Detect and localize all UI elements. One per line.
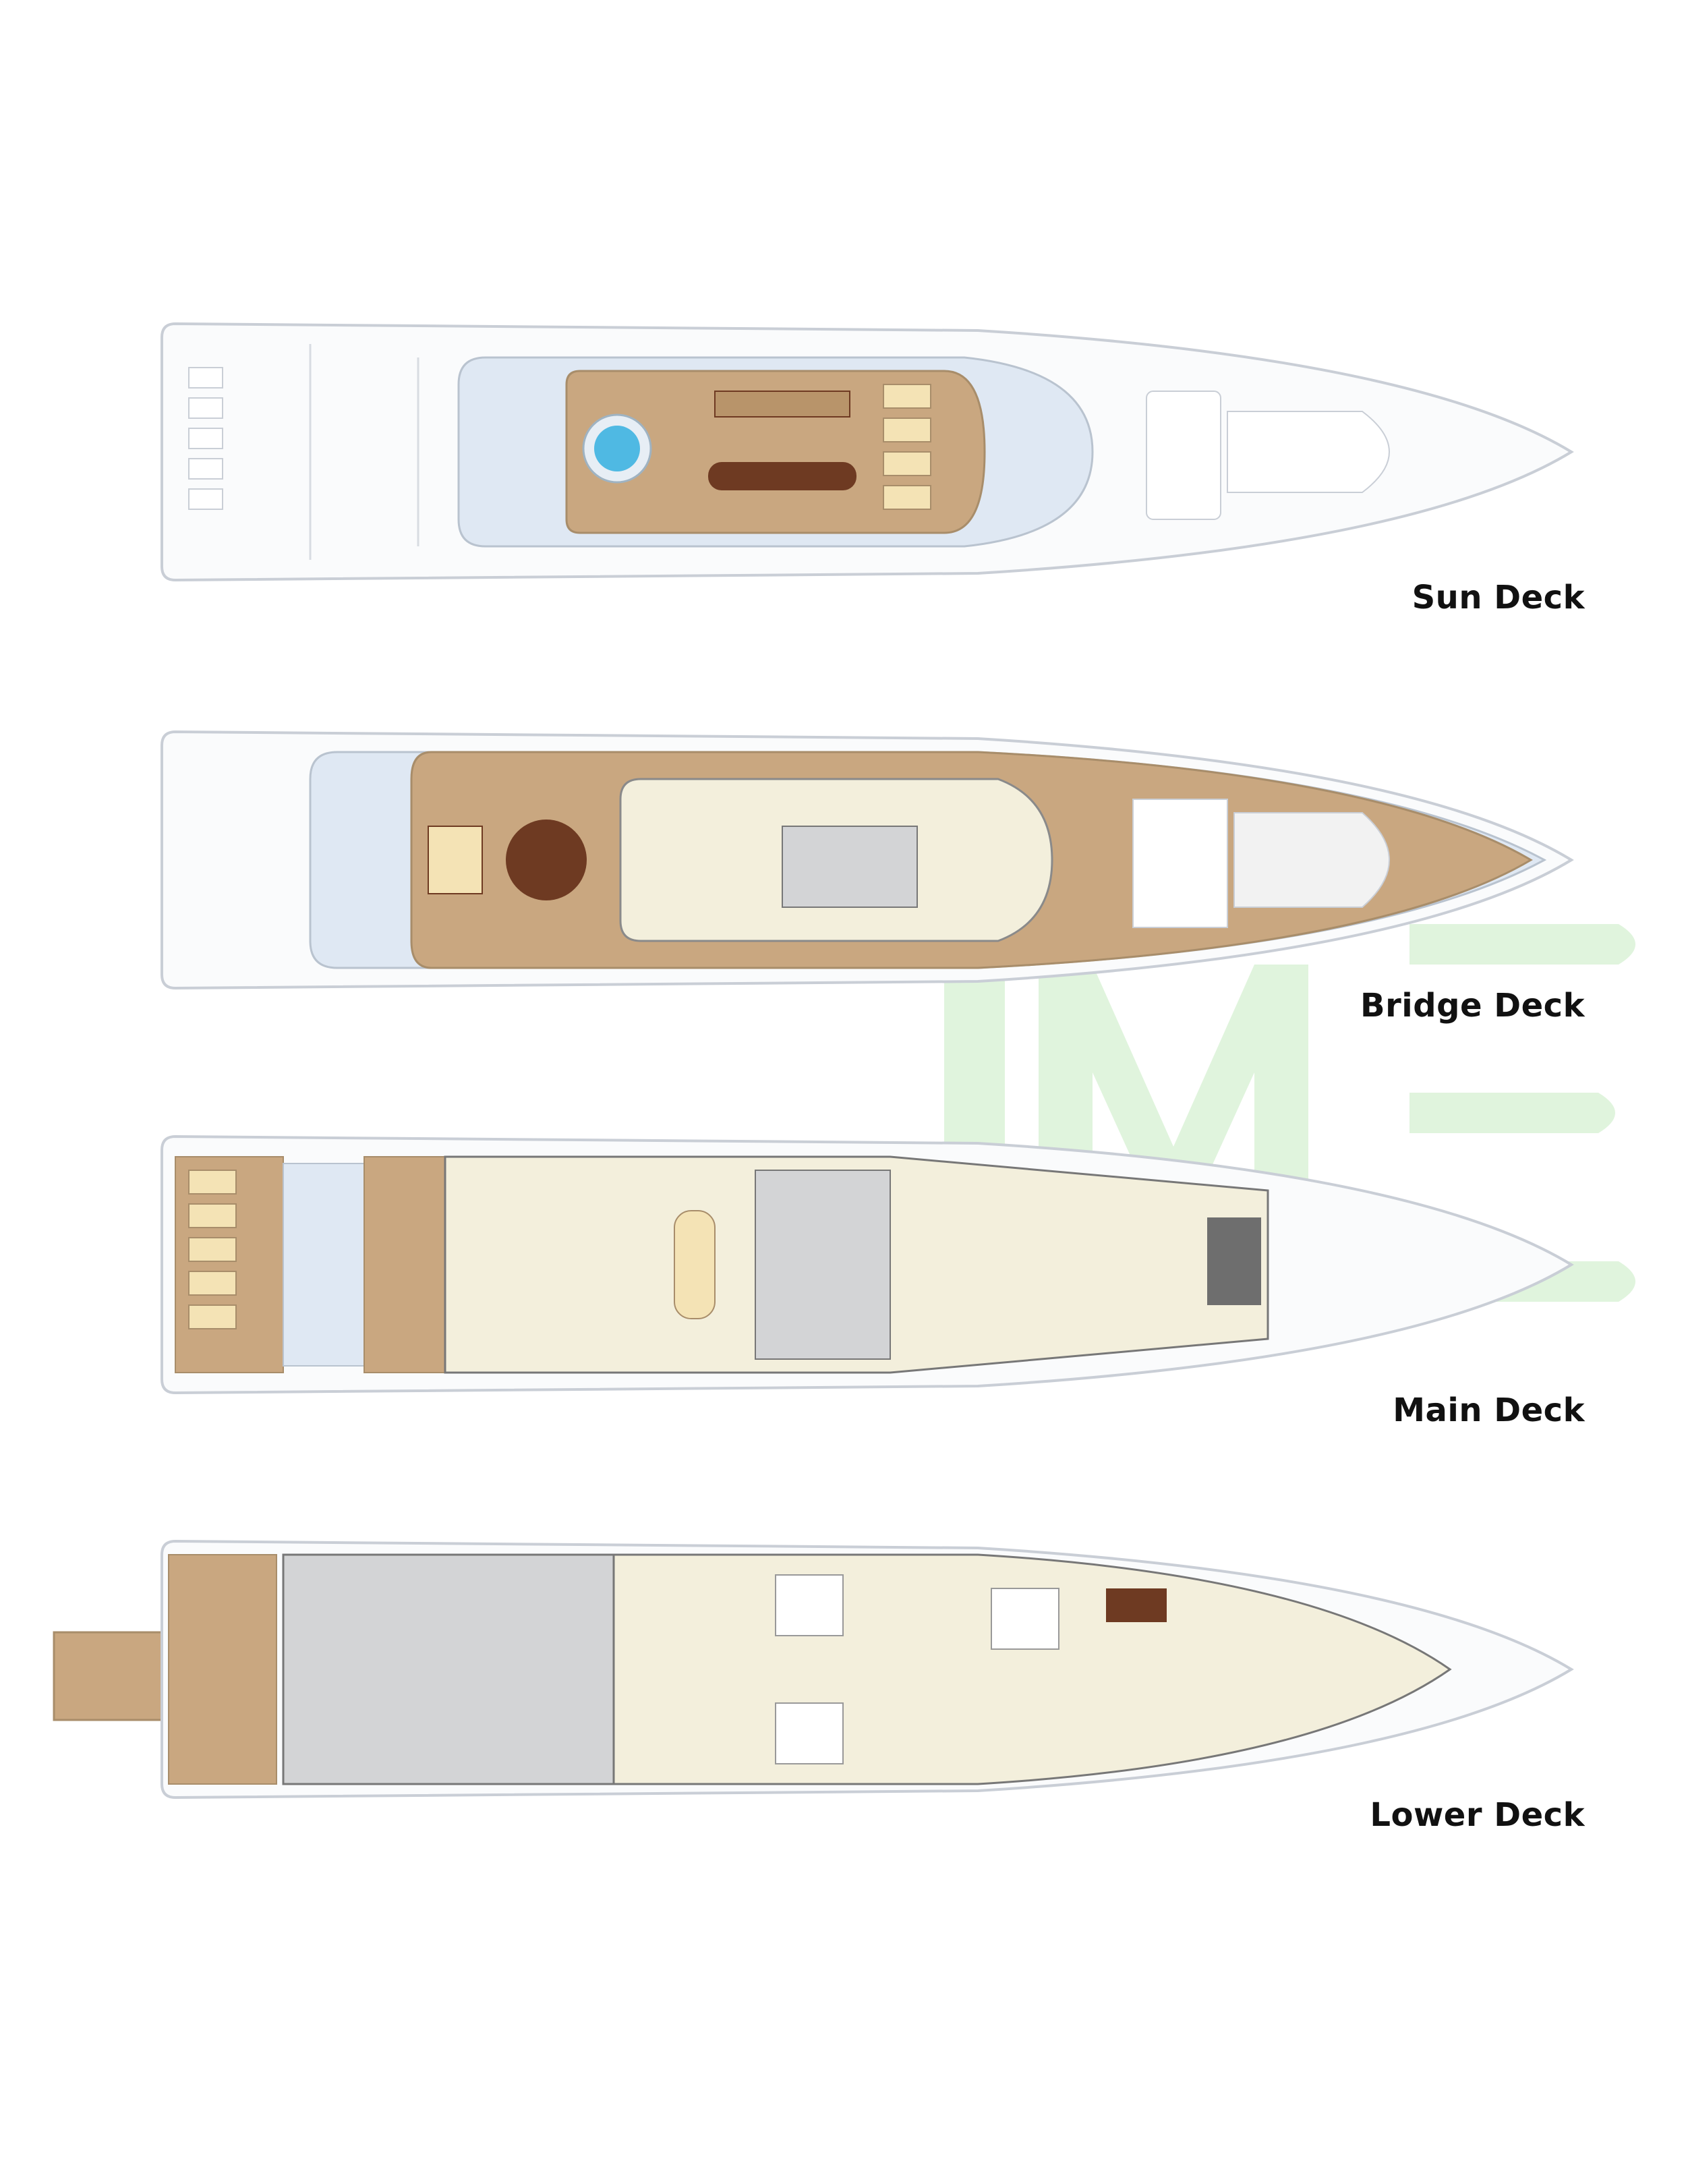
- lower-deck-section: Lower Deck: [0, 1534, 1686, 1834]
- bridge-deck-plan: [161, 730, 1574, 990]
- sun-deck-section: Sun Deck: [0, 317, 1686, 616]
- lower-deck-plan: [53, 1539, 1574, 1800]
- main-deck-label: Main Deck: [1393, 1391, 1585, 1429]
- sun-deck-plan: [161, 322, 1574, 582]
- sun-deck-label: Sun Deck: [1412, 579, 1585, 616]
- bridge-deck-label: Bridge Deck: [1360, 987, 1585, 1025]
- main-deck-plan: [161, 1134, 1574, 1395]
- main-deck-section: Main Deck: [0, 1130, 1686, 1429]
- lower-deck-label: Lower Deck: [1370, 1796, 1585, 1834]
- bridge-deck-section: Bridge Deck: [0, 725, 1686, 1025]
- watermark-logo: [944, 924, 1635, 1302]
